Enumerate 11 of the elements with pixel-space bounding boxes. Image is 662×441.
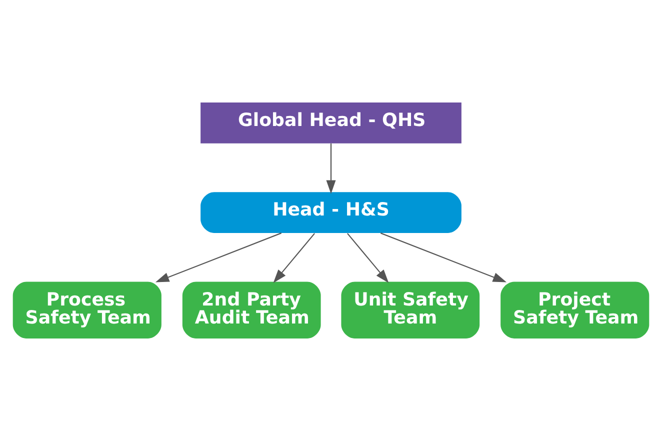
arrow [380,232,507,282]
arrow [155,232,282,282]
node-box: Head - H&S [200,192,462,233]
node-box: Global Head - QHS [200,102,462,144]
node-box: Process Safety Team [12,282,162,338]
node-box: Unit Safety Team [341,282,480,338]
arrow [273,233,315,283]
node-box: 2nd Party Audit Team [182,282,321,338]
arrow [326,143,336,194]
arrow [347,233,389,283]
node-box: Project Safety Team [500,282,650,338]
